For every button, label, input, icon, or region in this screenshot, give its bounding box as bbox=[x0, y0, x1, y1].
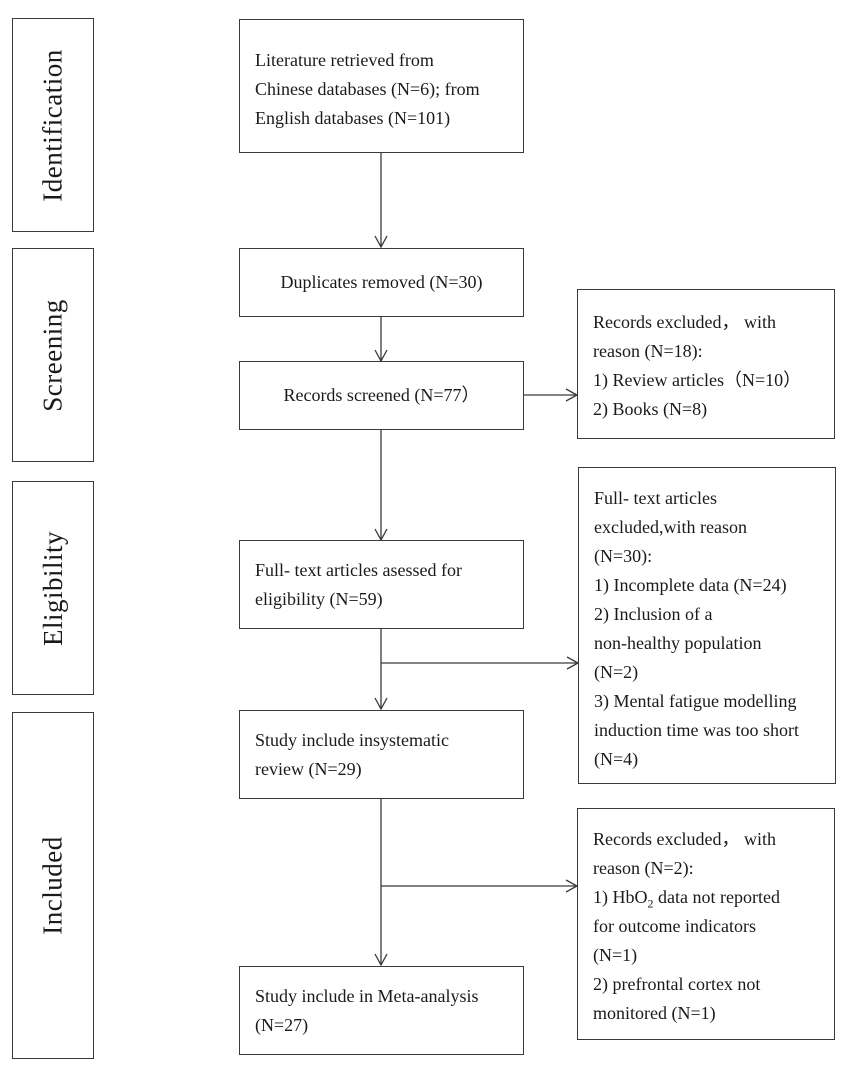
box-line: for outcome indicators bbox=[593, 916, 756, 936]
stage-included: Included bbox=[12, 712, 94, 1059]
box-line: Duplicates removed (N=30) bbox=[280, 272, 483, 292]
box-line: (N=2) bbox=[594, 662, 639, 682]
box-line: Full- text articles asessed for bbox=[255, 560, 462, 580]
hbo2-subscript: 2 bbox=[647, 896, 654, 911]
box-line-hbo2: 1) HbO2 data not reported bbox=[593, 883, 834, 912]
box-line: Full- text articles bbox=[594, 488, 717, 508]
stage-screening: Screening bbox=[12, 248, 94, 462]
box-line: review (N=29) bbox=[255, 759, 362, 779]
box-line: excluded,with reason bbox=[594, 517, 747, 537]
box-line: induction time was too short bbox=[594, 720, 799, 740]
box-line: (N=1) bbox=[593, 945, 638, 965]
box-fulltext-excluded: Full- text articles excluded,with reason… bbox=[578, 467, 836, 784]
stage-identification: Identification bbox=[12, 18, 94, 232]
box-line: non-healthy population bbox=[594, 633, 762, 653]
box-line: reason (N=2): bbox=[593, 858, 694, 878]
box-records-screened: Records screened (N=77） bbox=[239, 361, 524, 430]
box-line: Study include in Meta-analysis bbox=[255, 986, 479, 1006]
stage-eligibility: Eligibility bbox=[12, 481, 94, 695]
box-line: Records excluded， with bbox=[593, 312, 776, 332]
box-records-excluded: Records excluded， with reason (N=18): 1)… bbox=[577, 289, 835, 439]
box-fulltext-assessed: Full- text articles asessed for eligibil… bbox=[239, 540, 524, 629]
box-duplicates-removed: Duplicates removed (N=30) bbox=[239, 248, 524, 317]
box-meta-excluded: Records excluded， with reason (N=2): 1) … bbox=[577, 808, 835, 1040]
box-line: 2) prefrontal cortex not bbox=[593, 974, 761, 994]
box-line: eligibility (N=59) bbox=[255, 589, 383, 609]
box-line: (N=27) bbox=[255, 1015, 309, 1035]
box-line: monitored (N=1) bbox=[593, 1003, 716, 1023]
stage-label: Included bbox=[37, 836, 68, 935]
box-line: 1) Review articles（N=10） bbox=[593, 370, 802, 390]
box-line: 2) Books (N=8) bbox=[593, 399, 708, 419]
box-systematic-review: Study include insystematic review (N=29) bbox=[239, 710, 524, 799]
box-line: English databases (N=101) bbox=[255, 108, 451, 128]
box-literature-retrieved: Literature retrieved from Chinese databa… bbox=[239, 19, 524, 153]
hbo2-prefix: 1) HbO bbox=[593, 887, 648, 907]
hbo2-suffix: data not reported bbox=[653, 887, 780, 907]
box-meta-analysis: Study include in Meta-analysis (N=27) bbox=[239, 966, 524, 1055]
stage-label: Eligibility bbox=[37, 530, 68, 646]
box-line: Records excluded， with bbox=[593, 829, 776, 849]
box-line: reason (N=18): bbox=[593, 341, 703, 361]
box-line: 3) Mental fatigue modelling bbox=[594, 691, 797, 711]
stage-label: Identification bbox=[37, 48, 68, 202]
box-line: Literature retrieved from bbox=[255, 50, 434, 70]
box-line: (N=30): bbox=[594, 546, 653, 566]
box-line: Study include insystematic bbox=[255, 730, 449, 750]
box-line: Chinese databases (N=6); from bbox=[255, 79, 480, 99]
stage-label: Screening bbox=[37, 298, 68, 412]
box-line: 1) Incomplete data (N=24) bbox=[594, 575, 787, 595]
box-line: Records screened (N=77） bbox=[283, 385, 480, 405]
box-line: 2) Inclusion of a bbox=[594, 604, 713, 624]
box-line: (N=4) bbox=[594, 749, 639, 769]
